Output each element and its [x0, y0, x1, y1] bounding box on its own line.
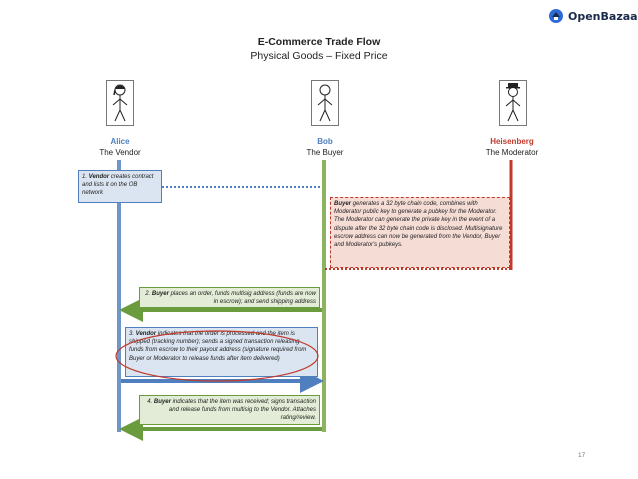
stick-figure-hat-icon — [505, 83, 521, 122]
step-2-text: places an order, funds multisig address … — [168, 291, 316, 306]
step-2-actor: Buyer — [151, 291, 169, 297]
stick-figure-icon — [317, 84, 333, 122]
step-3-prefix: 3. — [129, 331, 136, 337]
brand-name: OpenBazaar — [568, 9, 638, 23]
step-1-text: creates contract and lists it on the OB … — [82, 174, 154, 197]
diagram-subtitle: Physical Goods – Fixed Price — [250, 50, 388, 62]
actor-role-bob: The Buyer — [306, 148, 344, 157]
heisenberg-figure — [499, 80, 527, 126]
step-1-prefix: 1. — [82, 174, 89, 180]
bob-figure — [311, 80, 339, 126]
page-number: 17 — [578, 452, 586, 459]
step-4-box: 4. Buyer indicates that the item was rec… — [139, 395, 320, 425]
step-4-actor: Buyer — [153, 399, 171, 405]
diagram-title: E-Commerce Trade Flow — [257, 36, 381, 48]
stick-figure-icon — [112, 84, 128, 122]
step-1-box: 1. Vendor creates contract and lists it … — [78, 170, 162, 203]
openbazaar-logo-icon — [549, 9, 563, 23]
highlight-ellipse — [115, 330, 319, 382]
step-4-text: indicates that the item was received; si… — [168, 399, 316, 422]
actor-name-bob: Bob — [317, 137, 333, 146]
chain-code-actor: Buyer — [334, 201, 352, 207]
actor-role-heisenberg: The Moderator — [485, 148, 539, 157]
actor-name-alice: Alice — [110, 137, 130, 146]
actor-role-alice: The Vendor — [99, 148, 141, 157]
alice-figure — [106, 80, 134, 126]
step-3-text: indicates that the order is processed an… — [129, 331, 307, 362]
actor-name-heisenberg: Heisenberg — [490, 137, 534, 146]
chain-code-box: Buyer generates a 32 byte chain code, co… — [330, 197, 510, 268]
step-1-actor: Vendor — [88, 174, 110, 180]
chain-code-text: generates a 32 byte chain code, combines… — [334, 201, 503, 249]
step-3-actor: Vendor — [135, 331, 157, 337]
step-4-prefix: 4. — [147, 399, 154, 405]
openbazaar-logo: OpenBazaar — [548, 8, 638, 24]
step-2-box: 2. Buyer places an order, funds multisig… — [139, 287, 320, 308]
step-2-prefix: 2. — [145, 291, 152, 297]
